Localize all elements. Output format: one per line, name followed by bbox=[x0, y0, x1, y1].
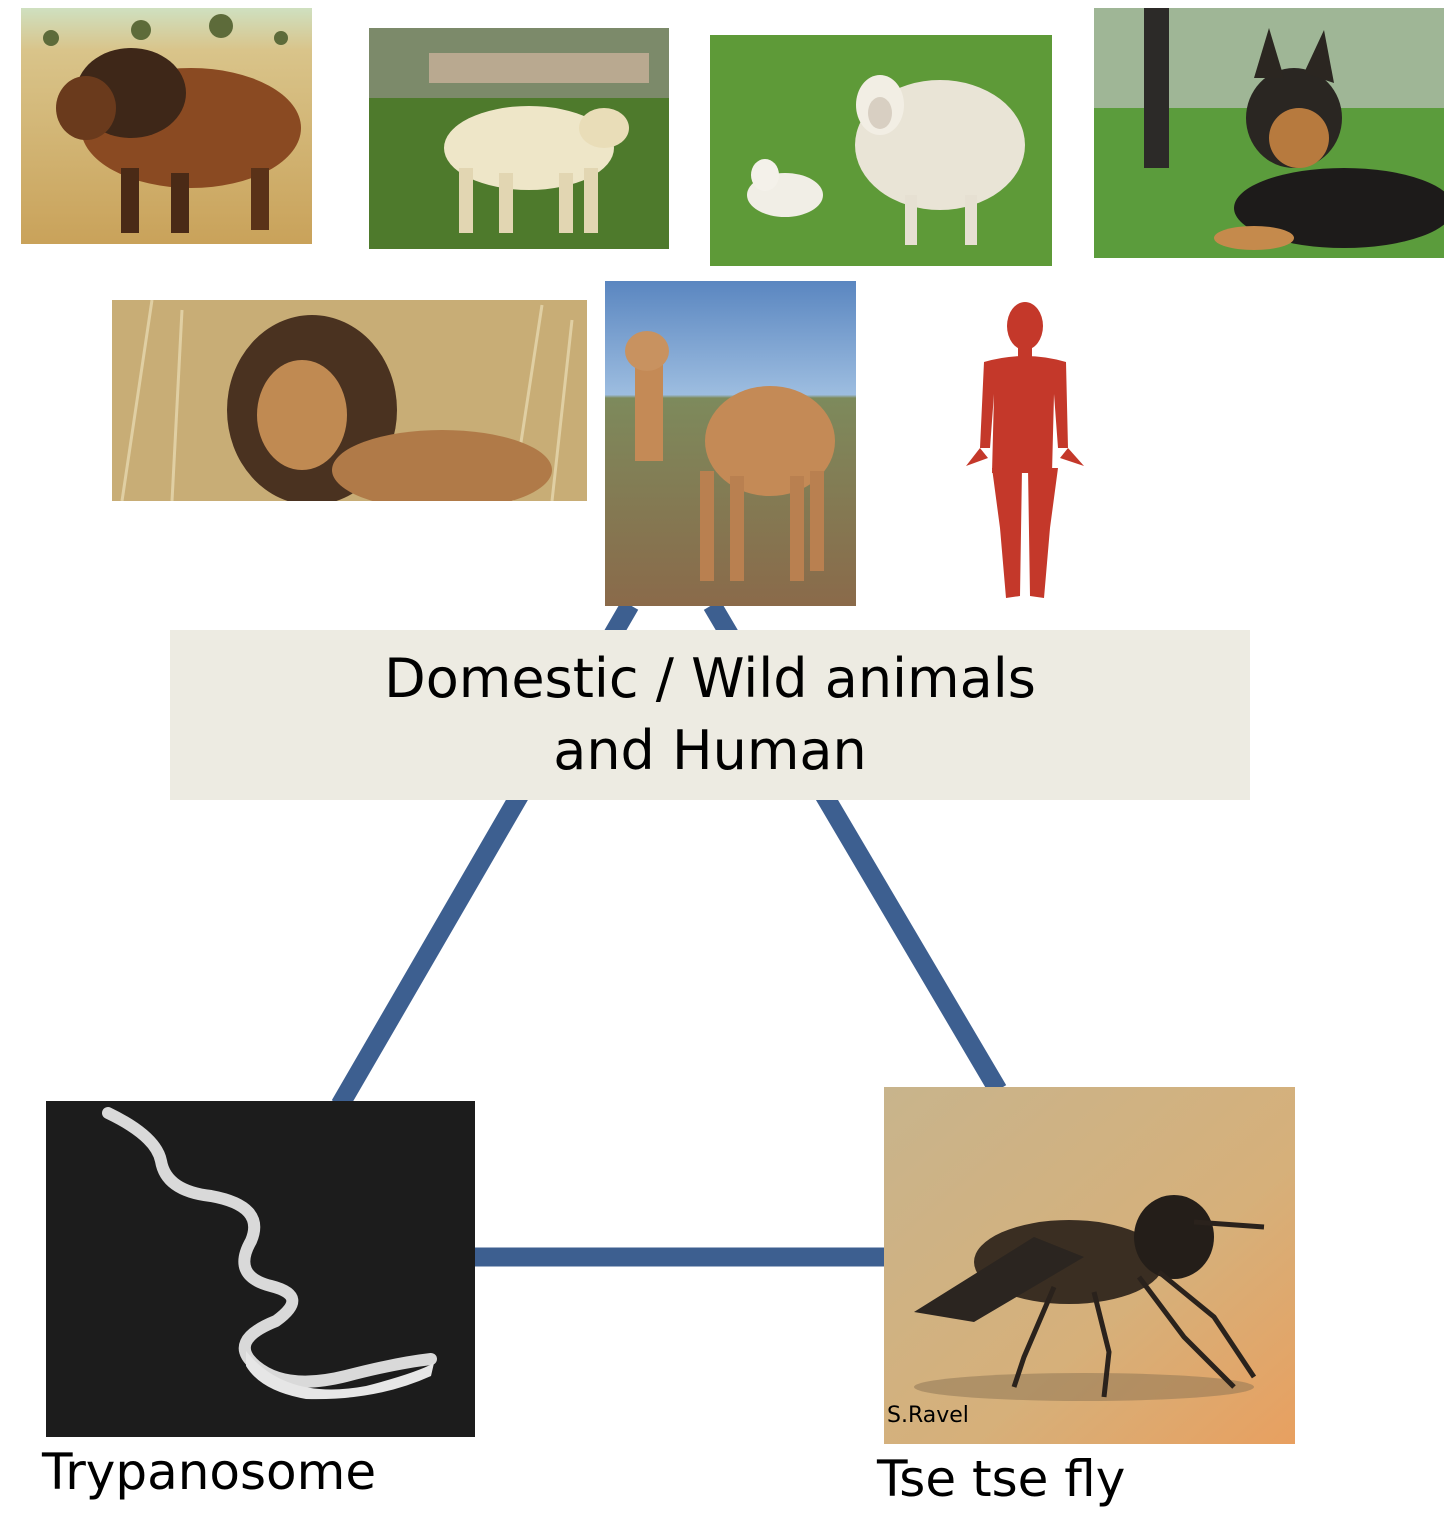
lion-photo bbox=[112, 300, 587, 501]
puppy-photo bbox=[1094, 8, 1444, 258]
photo-credit: S.Ravel bbox=[887, 1403, 969, 1428]
trypanosome-label: Trypanosome bbox=[42, 1443, 376, 1501]
host-box: Domestic / Wild animals and Human bbox=[170, 630, 1250, 800]
tsetse-fly-label: Tse tse fly bbox=[877, 1450, 1125, 1508]
tsetse-fly-photo bbox=[884, 1087, 1295, 1444]
cow-photo bbox=[369, 28, 669, 249]
camel-photo bbox=[605, 281, 856, 606]
host-box-line-1: Domestic / Wild animals bbox=[384, 643, 1036, 715]
human-figure-icon bbox=[962, 298, 1088, 602]
zebu-bull-photo bbox=[21, 8, 312, 244]
trypanosome-micrograph bbox=[46, 1101, 475, 1437]
host-box-line-2: and Human bbox=[553, 715, 867, 787]
sheep-and-lamb-photo bbox=[710, 35, 1052, 266]
